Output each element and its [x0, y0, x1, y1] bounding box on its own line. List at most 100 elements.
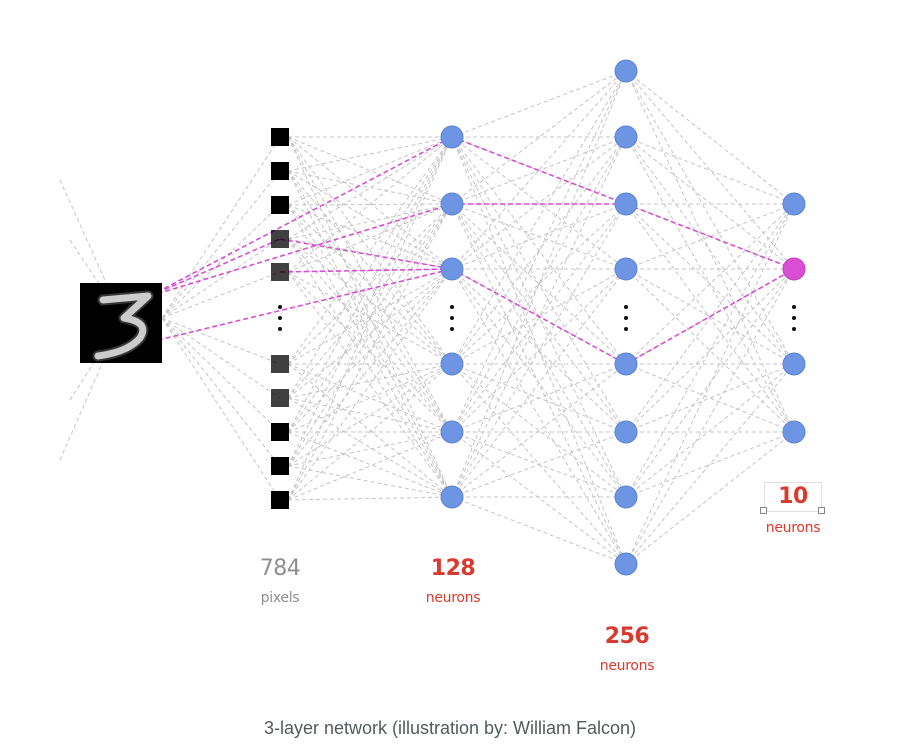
- connection-line: [287, 268, 453, 433]
- connection-line: [287, 238, 453, 498]
- connection-line: [625, 363, 795, 498]
- input-count: 784: [259, 556, 301, 581]
- input-pixel: [271, 162, 289, 180]
- input-pixel: [271, 355, 289, 373]
- ellipsis-dots: [278, 305, 796, 331]
- connection-line: [451, 70, 627, 270]
- connection-line: [451, 70, 627, 365]
- connection-line: [451, 136, 627, 270]
- connection-line: [287, 397, 453, 433]
- connection-line: [451, 136, 627, 433]
- selection-handle: [818, 507, 825, 514]
- connection-line: [161, 238, 281, 319]
- active-neuron: [782, 257, 806, 281]
- input-pixel: [271, 389, 289, 407]
- connection-line: [625, 203, 795, 270]
- connection-line: [161, 136, 281, 319]
- neuron: [440, 257, 464, 281]
- connection-line: [451, 363, 627, 498]
- connection-line: [287, 136, 453, 399]
- connection-line: [625, 363, 795, 433]
- connection-line: [287, 496, 453, 501]
- neuron: [614, 192, 638, 216]
- neuron: [440, 352, 464, 376]
- connection-line: [625, 363, 795, 565]
- ellipsis-dot: [450, 316, 454, 320]
- connection-line: [625, 203, 795, 270]
- ellipsis-dot: [624, 305, 628, 309]
- connection-line: [161, 317, 281, 467]
- ellipsis-dot: [450, 305, 454, 309]
- hidden1-unit: neurons: [425, 590, 481, 606]
- highlight-connection: [451, 136, 627, 205]
- connection-line: [287, 136, 453, 270]
- connection-line: [287, 136, 453, 206]
- connection-line: [451, 203, 627, 565]
- ellipsis-dot: [792, 305, 796, 309]
- connection-line: [451, 203, 627, 270]
- connection-line: [625, 268, 795, 565]
- connection-line: [161, 170, 281, 319]
- connection-line: [451, 203, 627, 498]
- hidden2-count: 256: [604, 624, 650, 649]
- connection-line: [161, 317, 281, 501]
- neuron: [614, 552, 638, 576]
- connection-line: [625, 203, 795, 565]
- connection-line: [451, 70, 627, 205]
- connection-line: [287, 363, 453, 433]
- highlight-connection: [625, 203, 795, 270]
- connection-line: [451, 203, 627, 365]
- selection-handle: [760, 507, 767, 514]
- neuron: [614, 257, 638, 281]
- connection-line: [625, 70, 795, 270]
- output-unit: neurons: [765, 520, 821, 536]
- connection-line: [451, 203, 627, 365]
- connection-line: [287, 268, 453, 467]
- neuron-nodes: [440, 59, 806, 576]
- output-count: 10: [778, 484, 808, 509]
- connection-line: [625, 203, 795, 433]
- ellipsis-dot: [624, 327, 628, 331]
- connection-line: [625, 136, 795, 270]
- connection-line: [287, 431, 453, 501]
- connection-line: [161, 317, 281, 365]
- input-pixel: [271, 491, 289, 509]
- connection-line: [287, 203, 453, 273]
- connection-line: [287, 170, 453, 270]
- input-pixel: [271, 128, 289, 146]
- neuron: [440, 192, 464, 216]
- ellipsis-dot: [450, 327, 454, 331]
- connection-line: [287, 397, 453, 498]
- connection-line: [287, 268, 453, 365]
- connection-line: [451, 431, 627, 565]
- connection-line: [451, 136, 627, 205]
- connection-line: [287, 203, 453, 206]
- connection-line: [287, 363, 453, 467]
- connection-line: [625, 431, 795, 498]
- connection-lines: [59, 70, 795, 565]
- neuron: [614, 59, 638, 83]
- connection-line: [451, 363, 627, 565]
- neuron: [614, 352, 638, 376]
- connection-line: [287, 136, 453, 205]
- neuron: [440, 485, 464, 509]
- connection-line: [287, 136, 453, 273]
- neuron: [614, 420, 638, 444]
- highlighted-path: [149, 136, 795, 365]
- mnist-digit-image: [80, 283, 162, 363]
- neuron: [782, 420, 806, 444]
- connection-line: [451, 268, 627, 565]
- neuron: [614, 485, 638, 509]
- connection-line: [287, 136, 453, 172]
- highlight-connection: [279, 268, 453, 273]
- connection-line: [287, 136, 453, 365]
- connection-line: [287, 271, 453, 498]
- connection-line: [287, 204, 453, 270]
- input-pixel: [271, 230, 289, 248]
- connection-line: [625, 136, 795, 365]
- ellipsis-dot: [278, 327, 282, 331]
- connection-line: [451, 496, 627, 565]
- neuron: [440, 125, 464, 149]
- hidden1-count: 128: [430, 556, 476, 581]
